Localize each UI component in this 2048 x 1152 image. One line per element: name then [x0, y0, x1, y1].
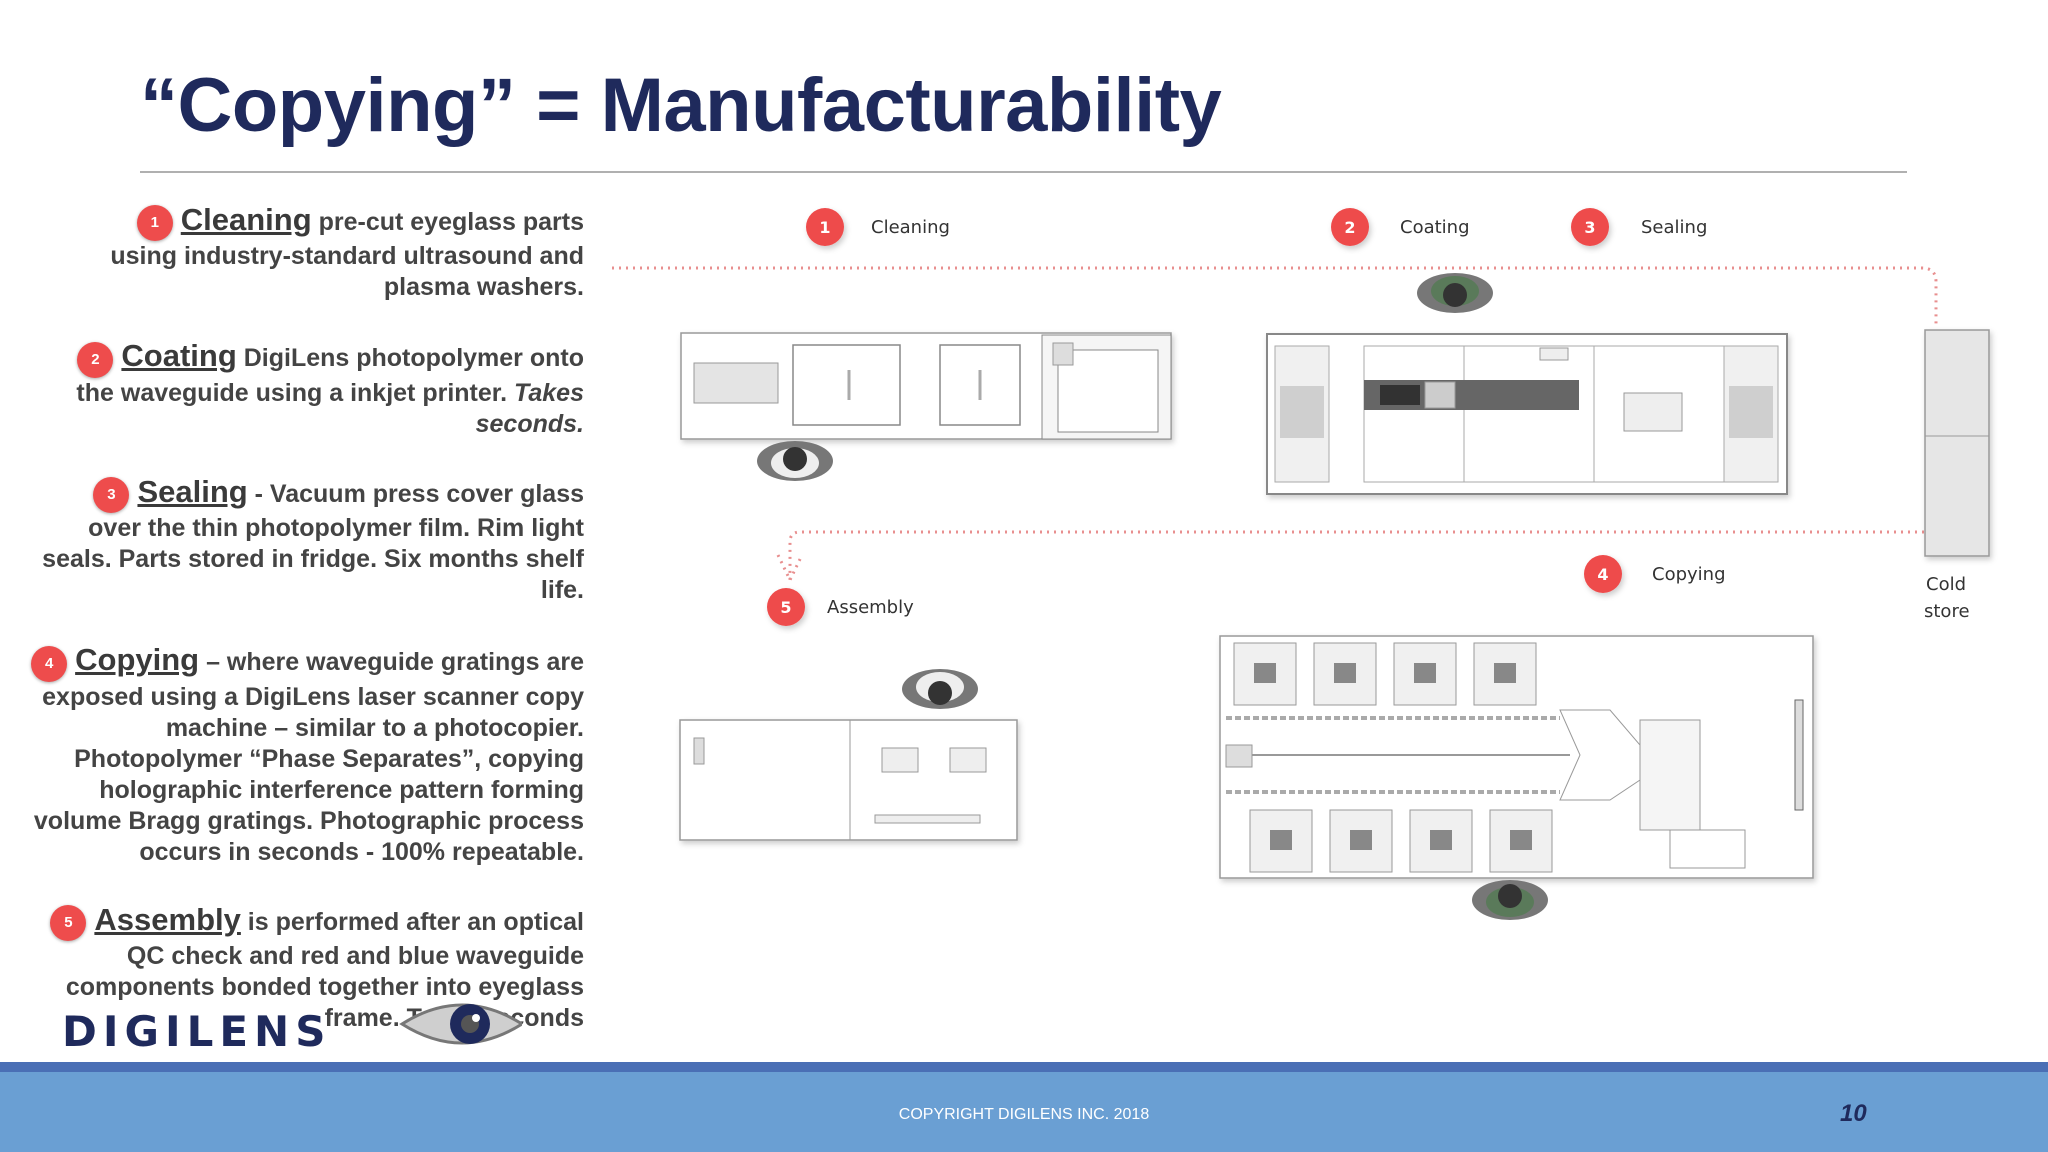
assembly-station [679, 719, 1018, 841]
station-number: 5 [780, 598, 791, 617]
station-sealing-label: 3 Sealing [1571, 208, 1707, 246]
step-heading: Coating [121, 338, 237, 374]
step-heading: Assembly [94, 901, 241, 937]
page-number: 10 [1840, 1100, 1867, 1127]
copying-station [1219, 635, 1814, 879]
station-coating-label: 2 Coating [1331, 208, 1470, 246]
footer-copyright: COPYRIGHT DIGILENS INC. 2018 [898, 1106, 1150, 1123]
station-number-badge [767, 588, 805, 626]
worker-figure [902, 669, 978, 709]
factory-floor-diagram: 1 Cleaning 2 Coating 3 Sealing 4 Copying… [612, 208, 1990, 920]
cold-store-label: Cold [1926, 574, 1966, 595]
station-copying-label: 4 Copying [1584, 555, 1726, 593]
coating-sealing-station [1266, 333, 1788, 495]
step-number-badge: 5 [50, 904, 87, 941]
station-number-badge [1331, 208, 1369, 246]
step-body: - Vacuum press cover glass over the thin… [42, 479, 584, 605]
footer-band [0, 1062, 2048, 1152]
step-number-badge: 1 [136, 205, 173, 242]
step-heading: Copying [75, 642, 200, 678]
eye-icon [399, 1003, 522, 1045]
process-path [612, 266, 1938, 584]
step-heading: Cleaning [180, 202, 312, 237]
station-number: 3 [1584, 218, 1595, 237]
slide-title: “Copying” = Manufacturability [140, 63, 1222, 148]
station-number-badge [1571, 208, 1609, 246]
station-label: Copying [1652, 564, 1726, 585]
station-label: Assembly [827, 597, 914, 618]
worker-figure [1472, 880, 1548, 920]
step-number-badge: 4 [31, 645, 68, 682]
station-label: Coating [1400, 217, 1470, 238]
step-body: DigiLens photopolymer onto the waveguide… [76, 344, 584, 407]
cold-store-label: store [1924, 601, 1970, 622]
station-label: Cleaning [871, 217, 950, 238]
footer-stripe [0, 1062, 2048, 1072]
step-body-italic: Takes seconds. [475, 378, 584, 438]
station-number-badge [806, 208, 844, 246]
cold-store-unit [1924, 329, 1990, 557]
step-number-badge: 3 [93, 477, 130, 514]
step-body: – where waveguide gratings are exposed u… [33, 648, 584, 866]
step-body: pre-cut eyeglass parts using industry-st… [110, 208, 584, 302]
cleaning-station [680, 332, 1172, 440]
worker-figure [1417, 273, 1493, 313]
station-number-badge [1584, 555, 1622, 593]
station-number: 1 [819, 218, 830, 237]
station-assembly-label: 5 Assembly [767, 588, 914, 626]
worker-figure [757, 441, 833, 481]
step-number-badge: 2 [77, 341, 114, 378]
title-divider [140, 171, 1907, 173]
digilens-logo: DIGILENS [62, 1003, 522, 1056]
station-number: 2 [1344, 218, 1355, 237]
station-number: 4 [1597, 565, 1608, 584]
step-heading: Sealing [137, 473, 248, 509]
station-label: Sealing [1641, 217, 1707, 238]
station-cleaning-label: 1 Cleaning [806, 208, 950, 246]
logo-wordmark: DIGILENS [62, 1007, 331, 1056]
